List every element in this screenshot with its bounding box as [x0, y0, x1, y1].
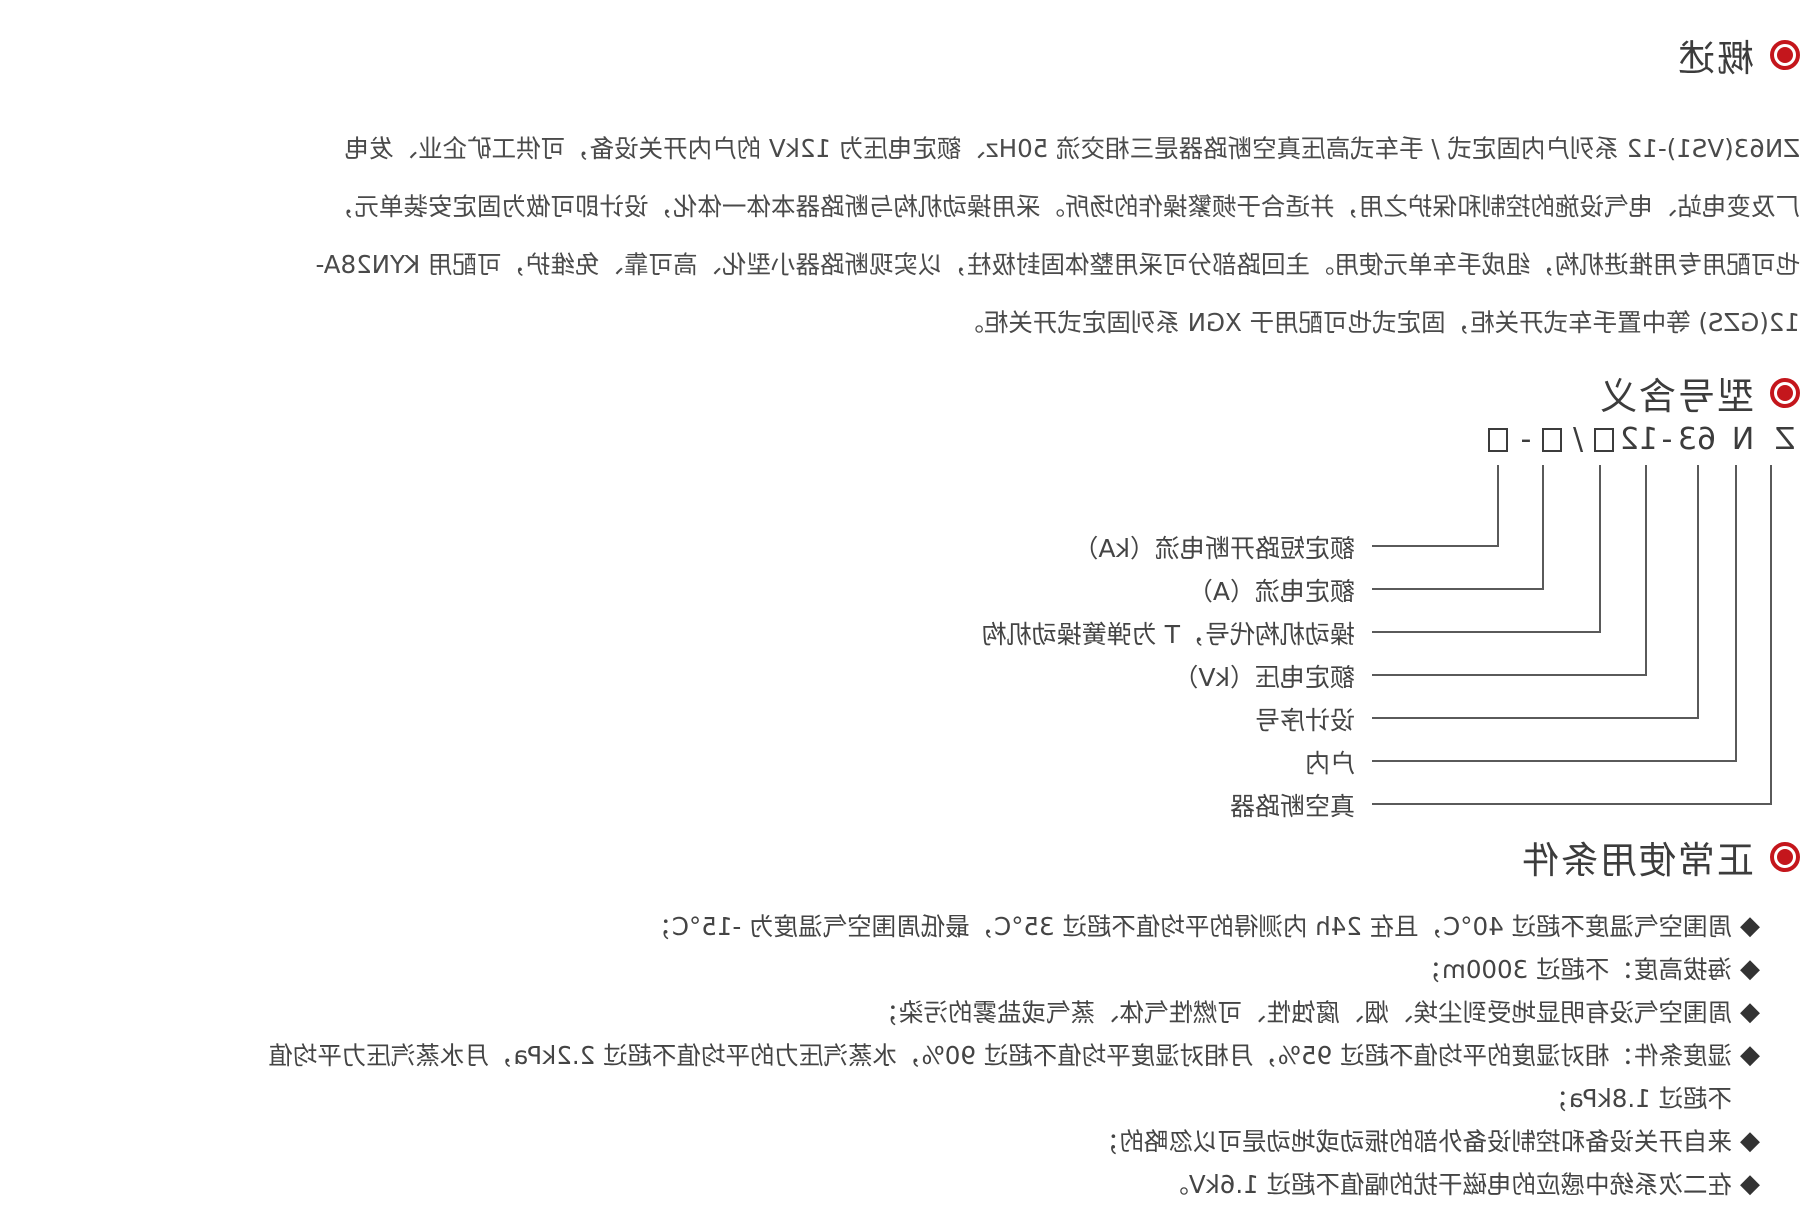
diamond-bullet-icon: ◆: [1740, 997, 1760, 1027]
model-label-short-circuit-current: 额定短路开断电流（kA）: [1073, 534, 1355, 563]
model-label-design-number: 设计序号: [1254, 706, 1355, 735]
list-item: ◆ 海拔高度：不超过 3000m；: [20, 948, 1760, 991]
section-title-text: 正常使用条件: [1520, 839, 1754, 882]
list-item: ◆ 湿度条件：相对湿度的平均值不超过 95%，月相对湿度平均值不超过 90%，水…: [20, 1034, 1760, 1077]
list-item: ◆ 来自开关设备和控制设备外部的振动或地动是可以忽略的；: [20, 1120, 1760, 1163]
model-label-rated-voltage: 额定电压（kV）: [1173, 663, 1355, 692]
list-item: ◆ 周围空气没有明显地受到尘埃、烟、腐蚀性、可燃性气体、蒸气或盐雾的污染；: [20, 991, 1761, 1034]
list-item: ◆ 周围空气温度不超过 40°C，且在 24h 内测得的平均值不超过 35°C，…: [20, 905, 1760, 948]
double-ring-icon: [1770, 842, 1800, 872]
model-label-vacuum-breaker: 真空断路器: [1229, 792, 1355, 821]
diamond-bullet-icon: ◆: [1740, 1040, 1760, 1070]
section-title-conditions: 正常使用条件: [1520, 830, 1800, 884]
conditions-list: ◆ 周围空气温度不超过 40°C，且在 24h 内测得的平均值不超过 35°C，…: [20, 905, 1760, 1206]
diamond-bullet-icon: ◆: [1740, 1169, 1760, 1199]
list-item-continuation: 不超过 1.8kPa；: [1544, 1084, 1732, 1113]
model-label-rated-current: 额定电流（A）: [1187, 577, 1355, 606]
list-item: ◆ 在二次系统中感应的电磁干扰的幅值不超过 1.6kV。: [20, 1163, 1760, 1206]
diamond-bullet-icon: ◆: [1740, 911, 1760, 941]
model-label-mechanism-code: 操动机构代号，T 为弹簧操动机构: [981, 620, 1355, 649]
model-label-indoor: 户内: [1304, 749, 1355, 778]
diamond-bullet-icon: ◆: [1740, 954, 1760, 984]
diamond-bullet-icon: ◆: [1740, 1126, 1760, 1156]
